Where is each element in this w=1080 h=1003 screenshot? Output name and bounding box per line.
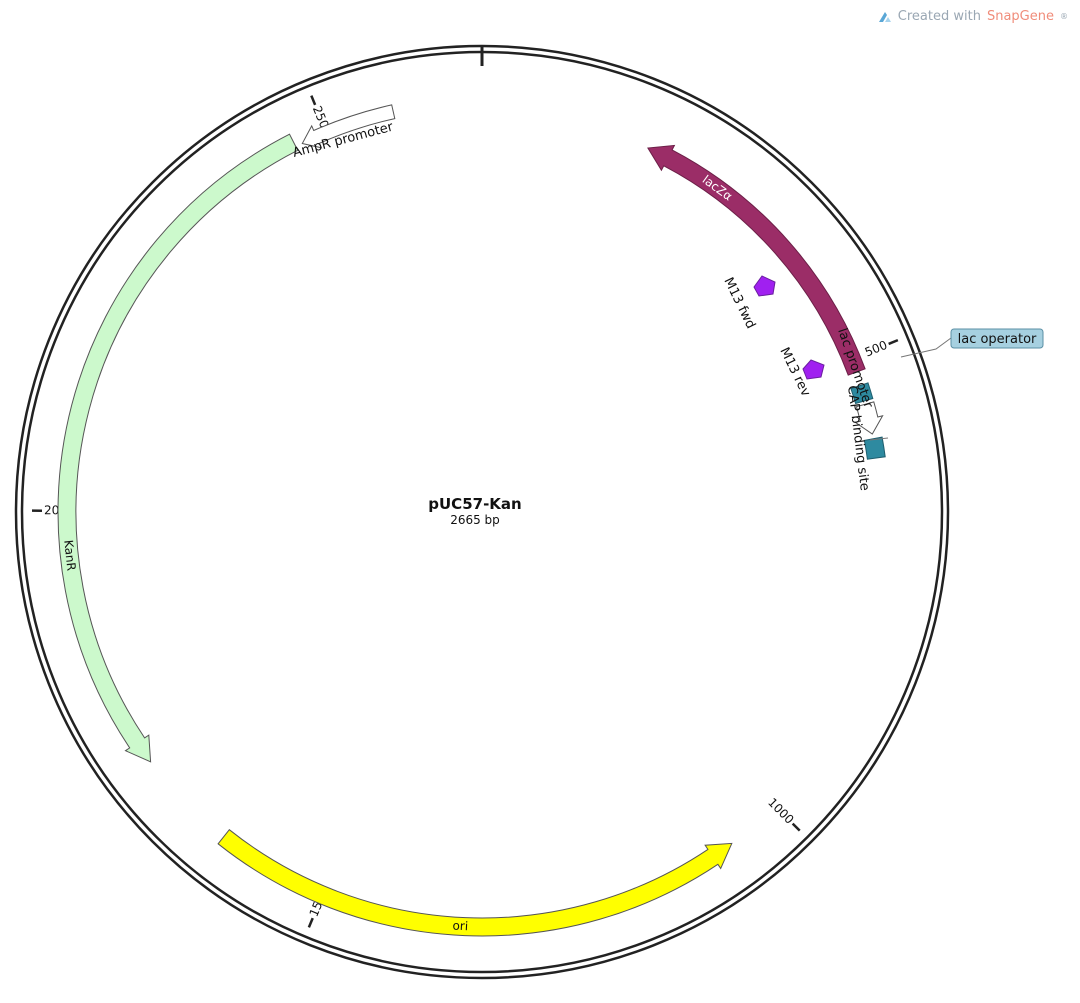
lac-operator-label: lac operator — [958, 332, 1037, 347]
lac-operator-callout[interactable]: lac operator — [900, 328, 1044, 358]
m13-rev-primer[interactable]: M13 rev — [776, 345, 825, 399]
ampr-promoter-feature[interactable] — [301, 104, 396, 149]
kanr-label: KanR — [61, 539, 78, 571]
lac-promoter-feature[interactable] — [854, 401, 884, 435]
ori-label: ori — [452, 919, 468, 934]
cap-binding-site-leader-line — [869, 437, 889, 441]
snapgene-logo-icon — [878, 11, 891, 22]
m13-rev-arrow — [802, 359, 825, 380]
plasmid-name: pUC57-Kan — [428, 495, 521, 513]
m13-fwd-label: M13 fwd — [720, 275, 758, 331]
tick-mark-2500 — [310, 95, 317, 106]
cap-binding-site-feature[interactable] — [863, 436, 886, 460]
watermark-brand: SnapGene — [986, 9, 1054, 24]
m13-fwd-primer[interactable]: M13 fwd — [720, 275, 776, 331]
tick-label: 500 — [863, 338, 890, 360]
tick-mark-1500 — [307, 917, 314, 928]
lacza-feature[interactable] — [647, 144, 866, 376]
plasmid-size: 2665 bp — [450, 513, 500, 527]
lac-operator-leader-line — [900, 337, 952, 358]
ori-feature[interactable] — [217, 828, 733, 937]
tick-mark-1000 — [791, 822, 801, 832]
tick-mark-500 — [888, 338, 899, 346]
snapgene-watermark: Created with SnapGene ® — [878, 9, 1068, 24]
watermark-prefix: Created with — [897, 9, 981, 24]
lac-operator-callout-box — [950, 328, 1044, 349]
kanr-feature[interactable] — [57, 133, 299, 763]
lac-operator-feature[interactable] — [850, 382, 874, 405]
tick-label: 1000 — [765, 795, 796, 827]
watermark-mark: ® — [1060, 12, 1068, 21]
m13-fwd-arrow — [753, 275, 776, 297]
